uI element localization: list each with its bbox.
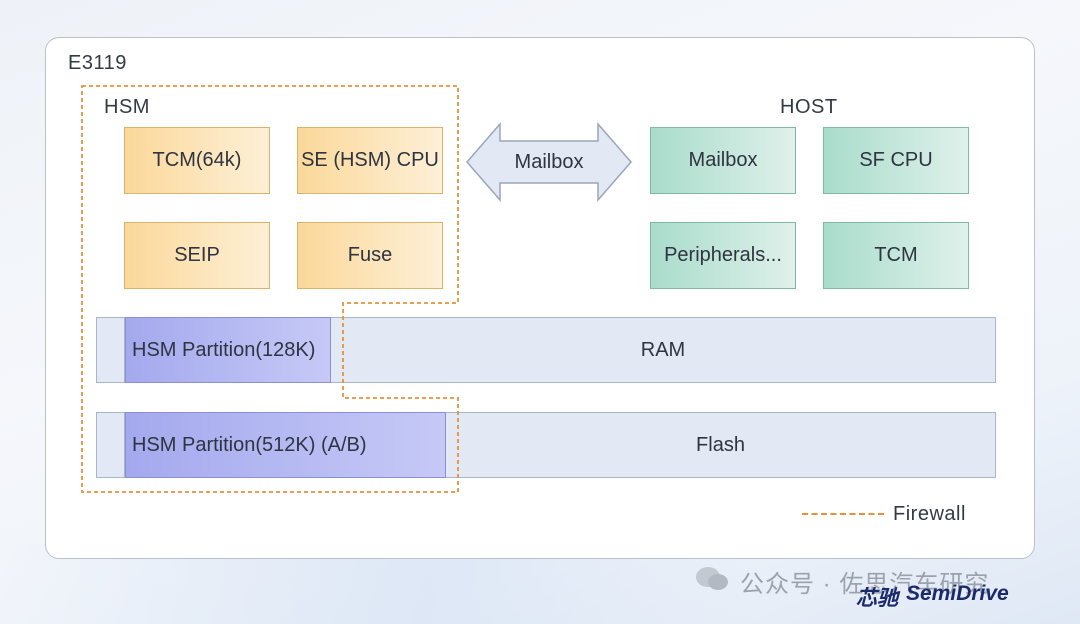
hsm-block-fuse: Fuse	[297, 222, 443, 289]
host-block-tcm: TCM	[823, 222, 969, 289]
host-block-sf-cpu: SF CPU	[823, 127, 969, 194]
flash-hsm-partition: HSM Partition(512K) (A/B)	[125, 412, 446, 478]
flash-bar-lead	[97, 413, 125, 477]
host-block-mailbox: Mailbox	[650, 127, 796, 194]
hsm-block-seip: SEIP	[124, 222, 270, 289]
hsm-block-tcm: TCM(64k)	[124, 127, 270, 194]
ram-bar: HSM Partition(128K) RAM	[96, 317, 996, 383]
host-block-peripherals: Peripherals...	[650, 222, 796, 289]
mailbox-double-arrow	[466, 121, 632, 203]
flash-bar: HSM Partition(512K) (A/B) Flash	[96, 412, 996, 478]
ram-hsm-partition: HSM Partition(128K)	[125, 317, 331, 383]
watermark-text: 公众号 · 佐思汽车研究	[740, 571, 990, 598]
mailbox-arrow-label: Mailbox	[514, 150, 584, 173]
wechat-icon	[695, 566, 729, 592]
ram-label: RAM	[640, 338, 686, 361]
firewall-legend-label: Firewall	[893, 503, 966, 525]
brand-cn: 芯驰	[856, 587, 898, 610]
hsm-block-se-cpu: SE (HSM) CPU	[297, 127, 443, 194]
ram-bar-lead	[97, 318, 125, 382]
hsm-title: HSM	[104, 96, 150, 118]
host-title: HOST	[780, 96, 838, 118]
firewall-legend-line	[802, 513, 884, 515]
brand-en: SemiDrive	[906, 582, 1009, 605]
flash-label: Flash	[696, 433, 745, 456]
firewall-outline	[81, 85, 459, 493]
chip-name: E3119	[68, 52, 127, 74]
